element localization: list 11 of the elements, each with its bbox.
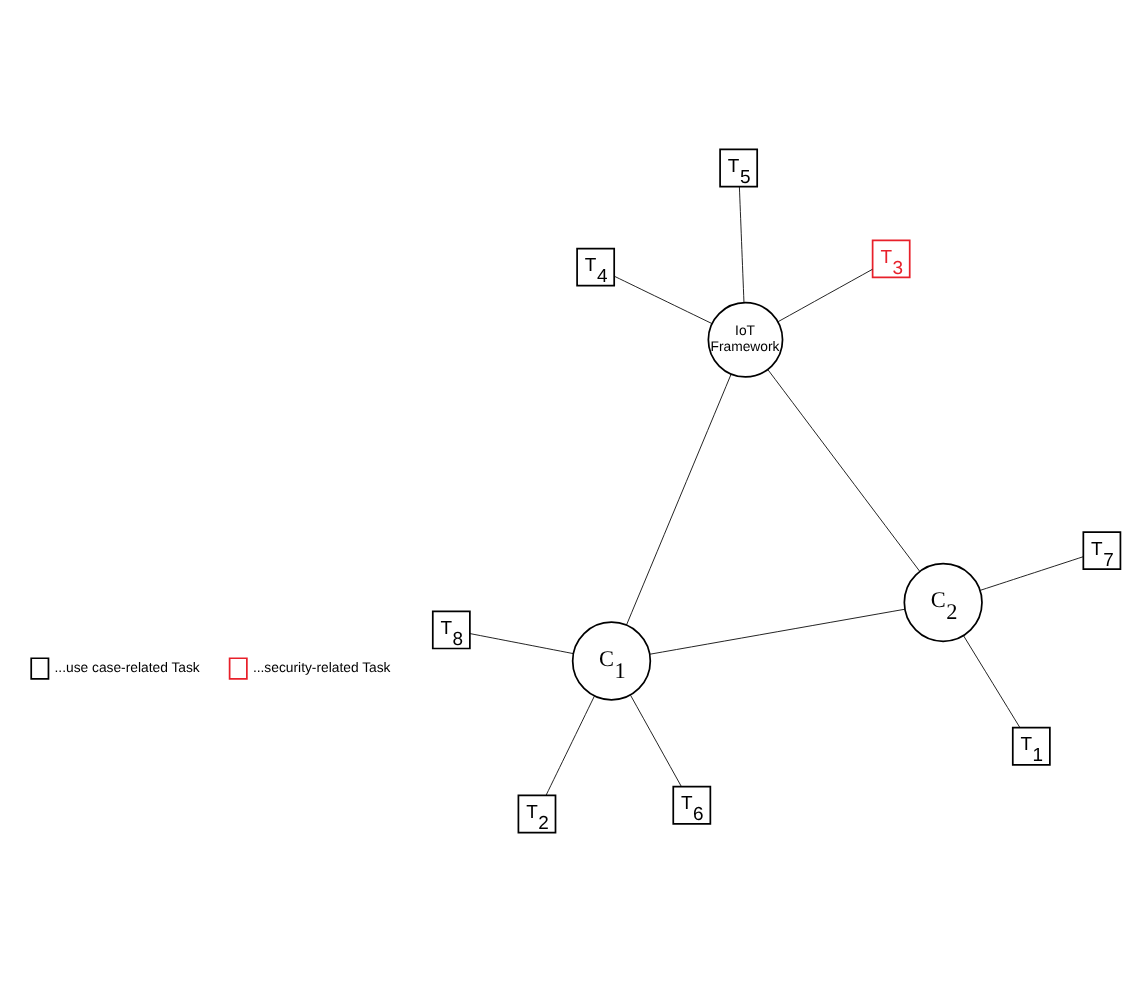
connector [545, 695, 595, 796]
connector [738, 186, 745, 303]
connector [614, 275, 713, 324]
connector [767, 369, 921, 572]
connector [649, 608, 906, 655]
connector [626, 373, 732, 626]
connector [469, 633, 574, 654]
connector [963, 635, 1021, 728]
connector [630, 694, 682, 787]
connector [979, 556, 1084, 591]
connector [777, 268, 873, 323]
